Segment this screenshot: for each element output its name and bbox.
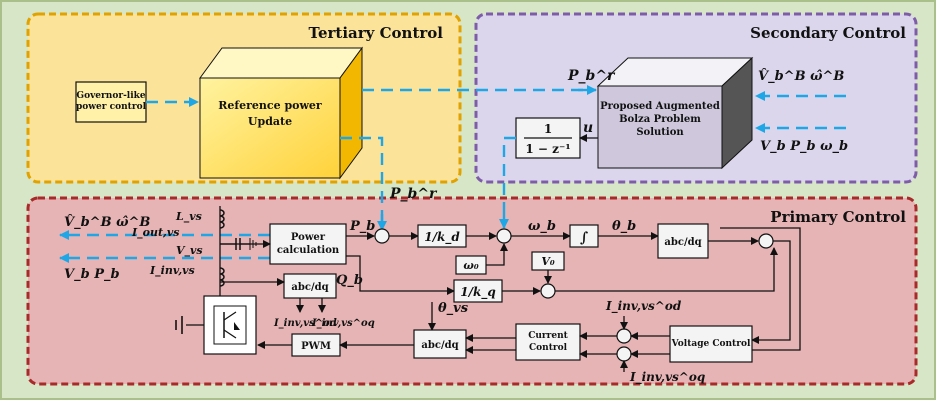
inverter-switch-legs — [223, 311, 237, 339]
tf-down-dashed — [502, 136, 516, 228]
pbr-top-label: P_b^r — [567, 68, 616, 84]
l-vs-label: L_vs — [175, 210, 202, 224]
i-inv-vs-label: I_inv,vs — [149, 264, 195, 278]
omega0-to-sum — [486, 243, 508, 266]
reference-label: Reference power Update — [218, 99, 322, 128]
vb-pb-left-label: V_b P_b — [64, 267, 120, 282]
pwm-label: PWM — [301, 341, 331, 352]
tertiary-title: Tertiary Control — [309, 24, 444, 42]
voltage-control-label: Voltage Control — [671, 339, 751, 349]
q-b-label: Q_b — [336, 273, 363, 288]
bolza-block-front — [597, 85, 723, 169]
abc-dq-bottom-block — [413, 329, 467, 359]
abc-dq-left-label: abc/dq — [291, 282, 328, 293]
bolza-label-wrap: Proposed Augmented Bolza Problem Solutio… — [600, 101, 720, 138]
omega-b-label: ω_b — [528, 219, 556, 234]
inverter-switch-outline — [213, 305, 247, 345]
integral-label: ∫ — [580, 230, 588, 246]
feedback-wire-2 — [720, 227, 801, 351]
secondary-title: Secondary Control — [750, 24, 906, 42]
i-oq-small-label: I_inv,vs^oq — [311, 318, 375, 329]
current-control-block — [515, 323, 581, 361]
bolza-label: Proposed Augmented Bolza Problem Solutio… — [600, 101, 720, 138]
vb-hat-omega-hat-label: V̂_b^B ω̂^B — [758, 68, 844, 84]
reference-label-wrap: Reference power Update — [218, 99, 322, 128]
abc-dq-bottom-label: abc/dq — [421, 340, 458, 351]
voltage-sum-junction — [758, 233, 774, 249]
pbr-mid-label: P_b^r — [389, 186, 438, 202]
inverter-diode — [234, 322, 240, 330]
inverter-bridge-block — [203, 295, 257, 355]
reference-block-front — [199, 77, 341, 179]
abc-dq-left-block — [283, 273, 337, 299]
q-b-wire — [346, 255, 455, 295]
governor-label: Governor-like power control — [76, 91, 146, 112]
governor-block — [75, 81, 147, 123]
v-vs-label: V_vs — [176, 244, 203, 258]
voltage-control-block — [669, 325, 753, 363]
power-calc-label: Power calculation — [276, 232, 340, 256]
current-control-label: Current Control — [528, 331, 568, 353]
v-sum-junction — [540, 283, 556, 299]
inductor-symbol — [219, 209, 225, 229]
u-label: u — [583, 120, 593, 136]
governor-label-wrap: Governor-like power control — [76, 91, 146, 112]
i-out-vs-label: I_out,vs — [131, 226, 179, 240]
voltage-sum-to-vc — [751, 240, 791, 344]
iq-sum-junction — [616, 346, 632, 362]
id-sum-junction — [616, 328, 632, 344]
inv-kq-label: 1/k_q — [460, 285, 495, 300]
omega0-label: ω₀ — [463, 259, 478, 272]
i-od-label: I_inv,vs^od — [605, 299, 682, 314]
vb-hat-omega-hat-left-label: V̂_b^B ω̂^B — [64, 214, 150, 230]
voltage-control-wrap: Voltage Control — [671, 339, 751, 349]
integrator-tf-den: 1 − z⁻¹ — [525, 142, 570, 156]
integrator-tf-num: 1 — [544, 122, 552, 136]
inverter-inductor-symbol — [219, 267, 225, 287]
primary-title: Primary Control — [770, 208, 906, 226]
p-sum-junction — [374, 228, 390, 244]
reference-block-top — [199, 47, 363, 79]
v-ref-to-voltage-sum — [555, 247, 778, 292]
i-oq-label: I_inv,vs^oq — [629, 370, 705, 385]
abc-dq-top-block — [657, 223, 709, 259]
inv-kd-label: 1/k_d — [424, 230, 460, 245]
omega-sum-junction — [496, 228, 512, 244]
abc-dq-top-label: abc/dq — [664, 237, 701, 248]
current-control-wrap: Current Control — [528, 331, 568, 353]
v0-label: V₀ — [541, 255, 555, 268]
theta-vs-label: θ_vs — [438, 301, 469, 316]
i-od-small-label: I_inv,vs^od — [273, 318, 337, 329]
vb-pb-omegab-label: V_b P_b ω_b — [760, 139, 848, 154]
reference-down-dashed — [340, 136, 384, 230]
power-calc-label-wrap: Power calculation — [276, 232, 340, 256]
theta-b-label: θ_b — [612, 219, 636, 234]
p-b-label: P_b — [349, 219, 375, 234]
power-calc-block — [269, 223, 347, 265]
